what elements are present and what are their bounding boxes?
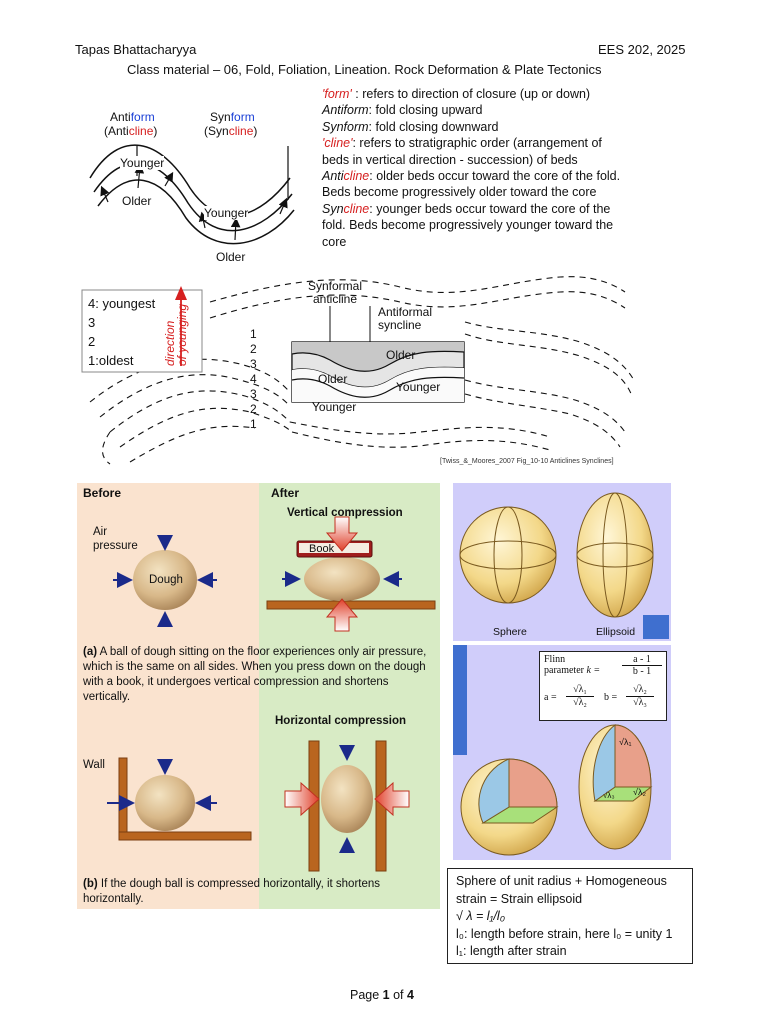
strain-ellipsoid-box: Sphere of unit radius + Homogeneous stra…: [447, 868, 693, 964]
horizontal-compression-title: Horizontal compression: [275, 715, 406, 727]
flinn-formula-box: Flinn parameter k = a - 1 b - 1 a = √λ₁ …: [539, 651, 667, 721]
def-cline: 'cline': refers to stratigraphic order (…: [322, 136, 602, 167]
dough-illustrations: [107, 516, 436, 872]
older-label-b: Older: [318, 372, 348, 386]
layer-legend: 4: youngest 3 2 1:oldest: [88, 296, 156, 368]
synformal-anticline-label: Synformal anticline: [308, 279, 363, 306]
older-left-label: Older: [122, 194, 152, 208]
def-antiform: Antiform: fold closing upward: [322, 103, 483, 118]
a-equation-label: a =: [544, 692, 557, 703]
fold-definitions: 'form' : refers to direction of closure …: [322, 86, 622, 250]
ellipsoid-label: Ellipsoid: [596, 626, 636, 638]
caption-a: (a) A ball of dough sitting on the floor…: [83, 646, 427, 703]
synform-label: Synform: [210, 110, 255, 124]
sphere-ellipsoid-drawing: [459, 492, 669, 639]
book-label: Book: [309, 543, 335, 555]
layer-numbers: 1 2 3 4 3 2 1: [250, 327, 257, 431]
younger-mid-label: Younger: [204, 206, 249, 220]
lambda1-label: √λ₁: [619, 737, 632, 747]
strain-axes-drawing: [460, 724, 653, 856]
after-heading: After: [271, 486, 300, 500]
sphere-label: Sphere: [493, 626, 527, 638]
younger-label-b: Younger: [312, 400, 357, 414]
older-bottom-label: Older: [216, 250, 246, 264]
author: Tapas Bhattacharyya: [75, 42, 197, 57]
fold-terms-diagram: Antiform (Anticline) Synform (Syncline) …: [80, 108, 300, 268]
younger-top-label: Younger: [120, 156, 165, 170]
caption-b: (b) If the dough ball is compressed hori…: [83, 878, 381, 905]
younging-arrow-label: direction of younging: [163, 303, 189, 366]
def-synform: Synform: fold closing downward: [322, 119, 499, 134]
lambda3-label: √λ₃: [603, 791, 615, 800]
dough-label: Dough: [149, 574, 183, 586]
dough-compression-figure: Before After Vertical compression Air pr…: [77, 483, 440, 909]
dashed-layers: [81, 276, 636, 465]
sphere-ellipsoid-panel: Sphere Ellipsoid: [453, 483, 671, 641]
flinn-label: Flinn parameter k =: [544, 654, 601, 676]
stratigraphic-fold-figure: 4: youngest 3 2 1:oldest direction of yo…: [80, 272, 640, 472]
page-number: Page 1 of 4: [350, 988, 414, 1002]
def-form: 'form' : refers to direction of closure …: [322, 87, 591, 101]
def-syncline: Syncline: younger beds occur toward the …: [322, 201, 614, 249]
vertical-compression-title: Vertical compression: [287, 507, 403, 519]
wall-label: Wall: [83, 759, 105, 771]
a-fraction: √λ₁ √λ₂: [566, 684, 594, 709]
syncline-label: (Syncline): [204, 124, 258, 138]
flinn-panel: Flinn parameter k = a - 1 b - 1 a = √λ₁ …: [453, 645, 671, 860]
blue-bar: [453, 645, 467, 755]
antiformal-syncline-label: Antiformal syncline: [378, 305, 433, 332]
figure-citation: [Twiss_&_Moores_2007 Fig_10-10 Anticline…: [440, 458, 614, 465]
air-pressure-label: Air pressure: [93, 526, 138, 552]
antiform-label: Antiform: [110, 110, 155, 124]
older-label-a: Older: [386, 348, 416, 362]
younger-label-a: Younger: [396, 380, 441, 394]
lambda2-label: √λ₂: [633, 787, 646, 797]
b-equation-label: b =: [604, 692, 618, 703]
page-subtitle: Class material – 06, Fold, Foliation, Li…: [127, 62, 602, 77]
flinn-fraction: a - 1 b - 1: [622, 654, 662, 677]
before-heading: Before: [83, 486, 122, 500]
def-anticline: Anticline: older beds occur toward the c…: [322, 169, 621, 200]
b-fraction: √λ₂ √λ₃: [626, 684, 654, 709]
anticline-label: (Anticline): [104, 124, 158, 138]
course-code: EES 202, 2025: [598, 42, 686, 57]
